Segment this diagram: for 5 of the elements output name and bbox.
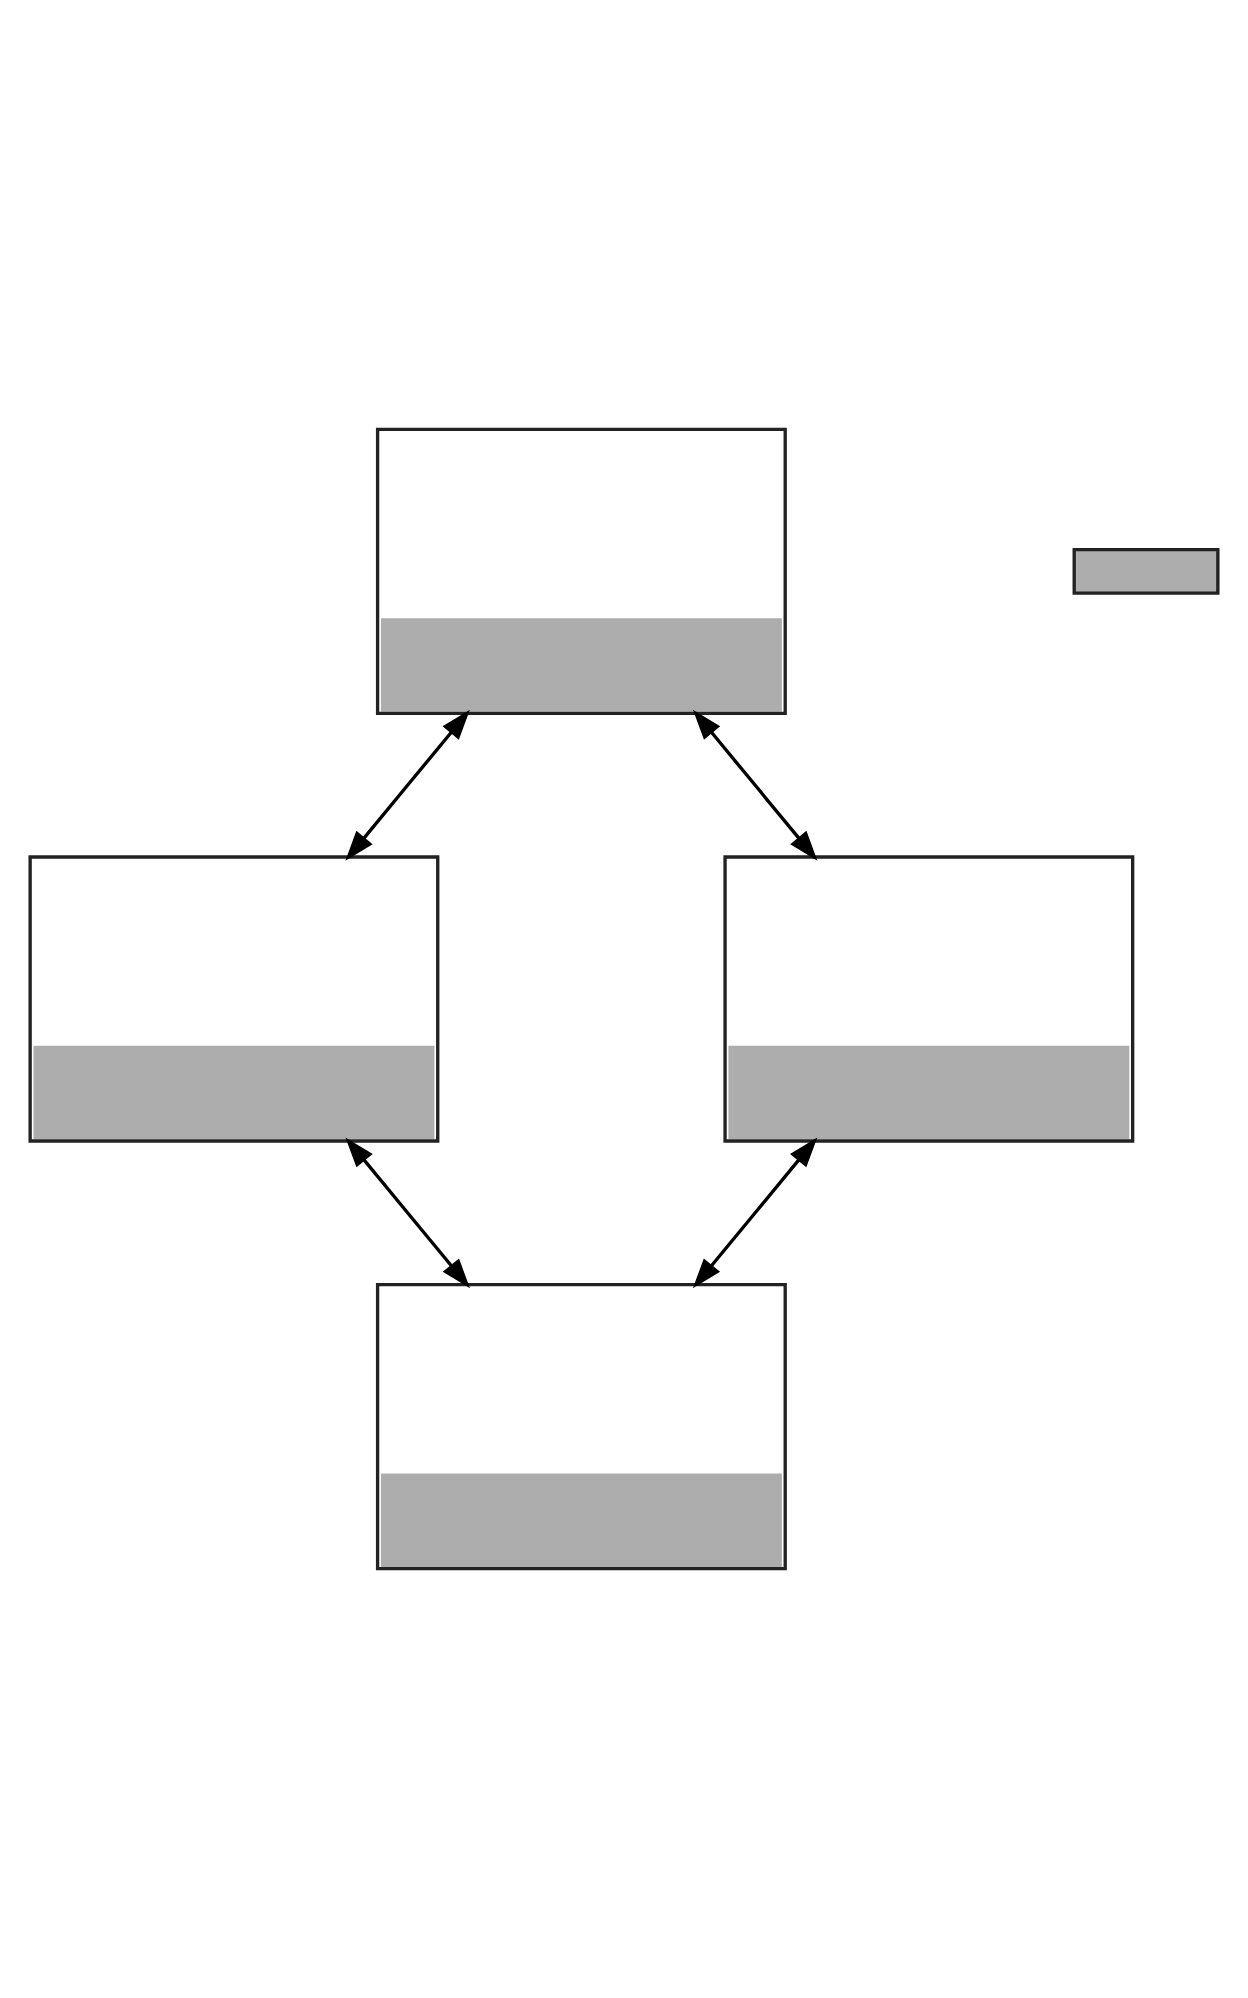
arrow bbox=[692, 1137, 818, 1289]
arrow bbox=[692, 709, 818, 861]
arrow bbox=[345, 709, 470, 861]
node-bar bbox=[1072, 547, 1220, 595]
arrow bbox=[345, 1137, 470, 1289]
